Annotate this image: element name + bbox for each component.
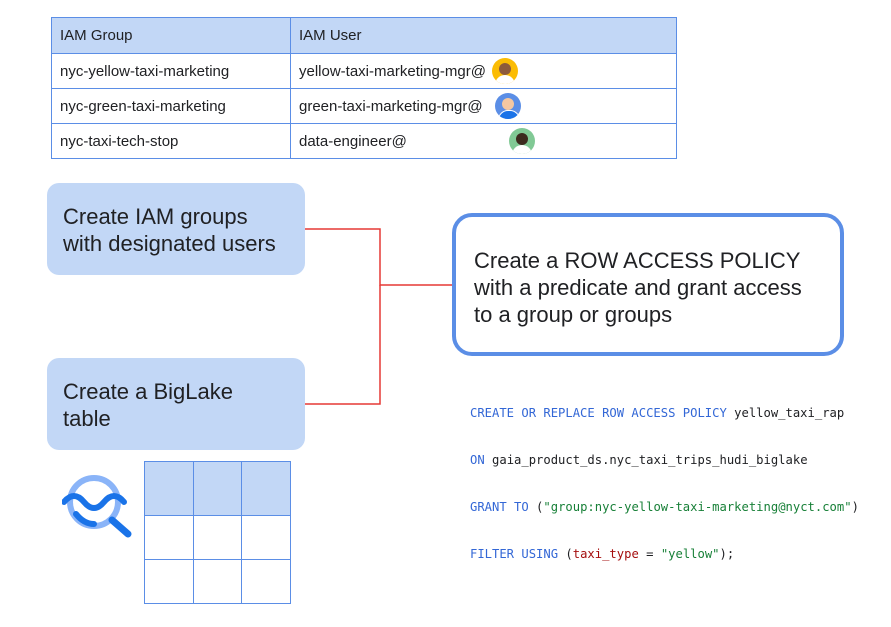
column-header-iam-user: IAM User — [290, 17, 677, 54]
avatar — [508, 128, 535, 154]
row-access-policy-box: Create a ROW ACCESS POLICY with a predic… — [452, 213, 844, 356]
avatar — [491, 58, 518, 84]
step-text-line: Create IAM groups — [63, 204, 248, 229]
code-keyword: GRANT TO — [470, 499, 529, 514]
avatar — [494, 93, 521, 119]
biglake-icon — [62, 475, 132, 538]
code-identifier: yellow_taxi_rap — [726, 405, 845, 420]
iam-group-cell: nyc-yellow-taxi-marketing — [51, 53, 291, 89]
step-text-line: table — [63, 406, 111, 431]
table-row: nyc-taxi-tech-stop data-engineer@ — [51, 123, 677, 159]
table-grid-icon — [144, 461, 291, 604]
code-punct: ( — [528, 499, 544, 514]
table-header-row: IAM Group IAM User — [51, 17, 677, 54]
code-string: "group:nyc-yellow-taxi-marketing@nyct.co… — [543, 499, 852, 514]
table-row: nyc-yellow-taxi-marketing yellow-taxi-ma… — [51, 53, 677, 89]
iam-group-cell: nyc-green-taxi-marketing — [51, 88, 291, 124]
iam-user-cell: data-engineer@ — [290, 123, 677, 159]
step-text-line: Create a BigLake — [63, 379, 233, 404]
create-biglake-table-box: Create a BigLake table — [47, 358, 305, 450]
create-iam-groups-box: Create IAM groups with designated users — [47, 183, 305, 275]
code-keyword: FILTER USING — [470, 546, 559, 561]
step-text-line: with designated users — [63, 231, 276, 256]
iam-user-cell: yellow-taxi-marketing-mgr@ — [290, 53, 677, 89]
sql-code-block: CREATE OR REPLACE ROW ACCESS POLICY yell… — [470, 378, 859, 590]
iam-user-cell: green-taxi-marketing-mgr@ — [290, 88, 677, 124]
policy-text-line: with a predicate and grant access — [474, 275, 802, 300]
code-punct: ); — [719, 546, 735, 561]
code-operator: = — [638, 546, 661, 561]
iam-user-label: data-engineer@ — [299, 132, 407, 150]
code-punct: ) — [851, 499, 859, 514]
code-line: FILTER USING (taxi_type = "yellow"); — [470, 543, 859, 567]
iam-group-cell: nyc-taxi-tech-stop — [51, 123, 291, 159]
iam-table: IAM Group IAM User nyc-yellow-taxi-marke… — [51, 17, 677, 159]
code-string: "yellow" — [660, 546, 720, 561]
column-header-iam-group: IAM Group — [51, 17, 291, 54]
code-line: GRANT TO ("group:nyc-yellow-taxi-marketi… — [470, 496, 859, 520]
policy-text-line: to a group or groups — [474, 302, 673, 327]
iam-user-label: green-taxi-marketing-mgr@ — [299, 97, 483, 115]
code-identifier: gaia_product_ds.nyc_taxi_trips_hudi_bigl… — [484, 452, 808, 467]
code-punct: ( — [558, 546, 573, 561]
table-row: nyc-green-taxi-marketing green-taxi-mark… — [51, 88, 677, 124]
code-line: CREATE OR REPLACE ROW ACCESS POLICY yell… — [470, 402, 859, 426]
policy-text-line: Create a ROW ACCESS POLICY — [474, 248, 801, 273]
code-keyword: CREATE OR REPLACE ROW ACCESS POLICY — [470, 405, 727, 420]
connector-from-biglake-table — [305, 285, 381, 405]
iam-user-label: yellow-taxi-marketing-mgr@ — [299, 62, 486, 80]
connector-from-iam-groups — [305, 228, 452, 286]
code-line: ON gaia_product_ds.nyc_taxi_trips_hudi_b… — [470, 449, 859, 473]
code-column: taxi_type — [572, 546, 639, 561]
code-keyword: ON — [470, 452, 485, 467]
